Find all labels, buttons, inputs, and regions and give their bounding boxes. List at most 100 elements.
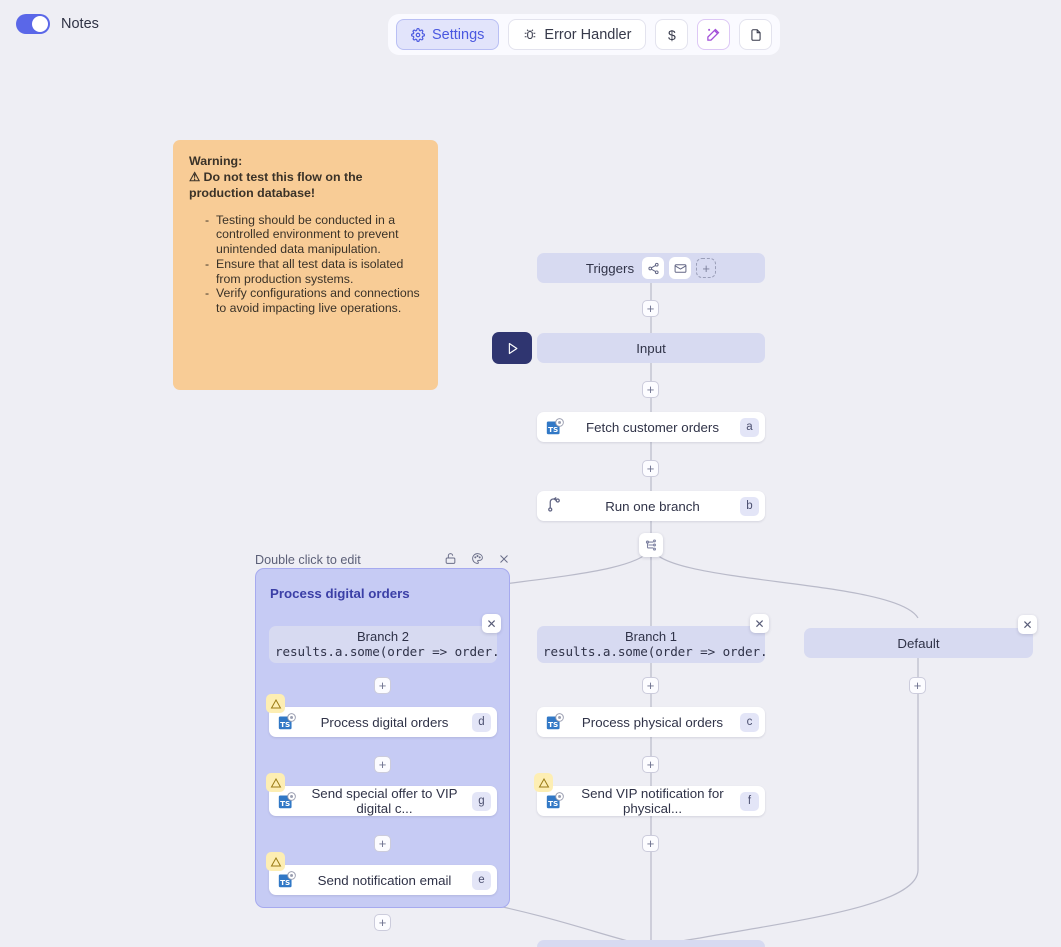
group-hint-label: Double click to edit <box>255 553 361 567</box>
merge-node[interactable] <box>537 940 765 947</box>
cost-button[interactable]: $ <box>655 19 689 50</box>
node-letter-badge: d <box>472 712 491 732</box>
branch-name: Branch 2 <box>356 629 410 644</box>
add-node-button[interactable]: + <box>642 756 659 773</box>
svg-text:TS: TS <box>548 799 558 808</box>
branch-close-button[interactable]: ✕ <box>482 614 501 633</box>
svg-text:TS: TS <box>548 425 558 434</box>
add-node-button[interactable]: + <box>642 381 659 398</box>
triggers-label: Triggers <box>585 260 635 276</box>
add-node-button[interactable]: + <box>909 677 926 694</box>
lock-icon[interactable] <box>444 552 457 568</box>
toggle-knob <box>32 16 48 32</box>
group-process-digital-orders[interactable] <box>255 568 510 908</box>
add-node-button[interactable]: + <box>374 835 391 852</box>
branch-name: Default <box>897 635 940 651</box>
input-node[interactable]: Input <box>537 333 765 363</box>
webhook-icon[interactable] <box>642 257 665 279</box>
node-label: Fetch customer orders <box>585 419 719 435</box>
node-label: Send VIP notification for physical... <box>581 786 724 816</box>
group-title: Process digital orders <box>270 586 410 601</box>
node-process-physical-orders[interactable]: TS Process physical orders c <box>537 707 765 737</box>
node-label: Send notification email <box>317 872 452 888</box>
node-letter-badge: e <box>472 870 491 890</box>
add-node-button[interactable]: + <box>374 677 391 694</box>
node-label: Process physical orders <box>581 714 724 730</box>
svg-text:TS: TS <box>548 720 558 729</box>
note-heading-2: ⚠ Do not test this flow on the productio… <box>189 169 363 200</box>
notes-toggle-group[interactable]: Notes <box>16 14 99 34</box>
document-button[interactable] <box>739 19 773 50</box>
node-fetch-customer-orders[interactable]: TS Fetch customer orders a <box>537 412 765 442</box>
list-item: Verify configurations and connections to… <box>205 286 422 316</box>
typescript-icon: TS <box>277 791 297 811</box>
node-warning-icon[interactable] <box>534 773 553 792</box>
branch-expression: results.a.some(order => order.type <box>543 644 765 659</box>
node-letter-badge: f <box>740 791 759 811</box>
gear-icon <box>411 27 425 42</box>
group-header[interactable]: Double click to edit <box>255 552 510 568</box>
node-warning-icon[interactable] <box>266 773 285 792</box>
run-flow-button[interactable] <box>492 332 532 364</box>
email-icon[interactable] <box>669 257 692 279</box>
typescript-icon: TS <box>277 712 297 732</box>
add-node-button[interactable]: + <box>642 460 659 477</box>
triggers-node[interactable]: Triggers + <box>537 253 765 283</box>
node-process-digital-orders[interactable]: TS Process digital orders d <box>269 707 497 737</box>
error-handler-button[interactable]: Error Handler <box>508 19 647 50</box>
note-heading-1: Warning: <box>189 154 243 168</box>
settings-label: Settings <box>432 26 485 43</box>
typescript-icon: TS <box>545 712 565 732</box>
notes-label: Notes <box>61 16 99 32</box>
node-warning-icon[interactable] <box>266 852 285 871</box>
document-icon <box>749 28 763 42</box>
svg-text:TS: TS <box>280 720 290 729</box>
add-node-button[interactable]: + <box>642 677 659 694</box>
branch-box-default[interactable]: Default <box>804 628 1033 658</box>
node-run-one-branch[interactable]: Run one branch b <box>537 491 765 521</box>
node-send-vip-notification[interactable]: TS Send VIP notification for physical...… <box>537 786 765 816</box>
add-node-button[interactable]: + <box>642 835 659 852</box>
node-label: Send special offer to VIP digital c... <box>311 786 458 816</box>
input-label: Input <box>636 340 666 356</box>
add-node-button[interactable]: + <box>374 914 391 931</box>
node-letter-badge: b <box>740 496 759 516</box>
top-toolbar[interactable]: Settings Error Handler $ <box>388 14 781 55</box>
magic-wand-icon <box>706 27 721 42</box>
typescript-icon: TS <box>545 791 565 811</box>
typescript-icon: TS <box>277 870 297 890</box>
add-node-button[interactable]: + <box>374 756 391 773</box>
notes-toggle[interactable] <box>16 14 50 34</box>
branch-expression: results.a.some(order => order.type <box>275 644 497 659</box>
branch-name: Branch 1 <box>624 629 678 644</box>
list-item: Testing should be conducted in a control… <box>205 213 422 257</box>
palette-icon[interactable] <box>471 552 484 568</box>
add-node-button[interactable]: + <box>642 300 659 317</box>
error-handler-label: Error Handler <box>544 26 632 43</box>
node-letter-badge: g <box>472 791 491 811</box>
branch-split-icon[interactable] <box>639 533 663 557</box>
node-letter-badge: c <box>740 712 759 732</box>
branch-box-1[interactable]: Branch 1 results.a.some(order => order.t… <box>537 626 765 663</box>
branch-close-button[interactable]: ✕ <box>750 614 769 633</box>
branch-close-button[interactable]: ✕ <box>1018 615 1037 634</box>
node-send-notification-email[interactable]: TS Send notification email e <box>269 865 497 895</box>
node-label: Run one branch <box>605 498 700 514</box>
node-send-special-offer[interactable]: TS Send special offer to VIP digital c..… <box>269 786 497 816</box>
list-item: Ensure that all test data is isolated fr… <box>205 257 422 287</box>
ai-assist-button[interactable] <box>697 19 731 50</box>
warning-note[interactable]: Warning: ⚠ Do not test this flow on the … <box>173 140 438 390</box>
node-label: Process digital orders <box>320 714 449 730</box>
branch-box-2[interactable]: Branch 2 results.a.some(order => order.t… <box>269 626 497 663</box>
svg-text:TS: TS <box>280 878 290 887</box>
node-warning-icon[interactable] <box>266 694 285 713</box>
note-bullet-list: Testing should be conducted in a control… <box>205 213 422 316</box>
settings-button[interactable]: Settings <box>396 19 500 50</box>
add-trigger-icon[interactable]: + <box>696 258 717 278</box>
branch-icon <box>545 496 565 516</box>
close-icon[interactable] <box>498 553 510 568</box>
node-letter-badge: a <box>740 417 759 437</box>
bug-icon <box>523 28 537 42</box>
